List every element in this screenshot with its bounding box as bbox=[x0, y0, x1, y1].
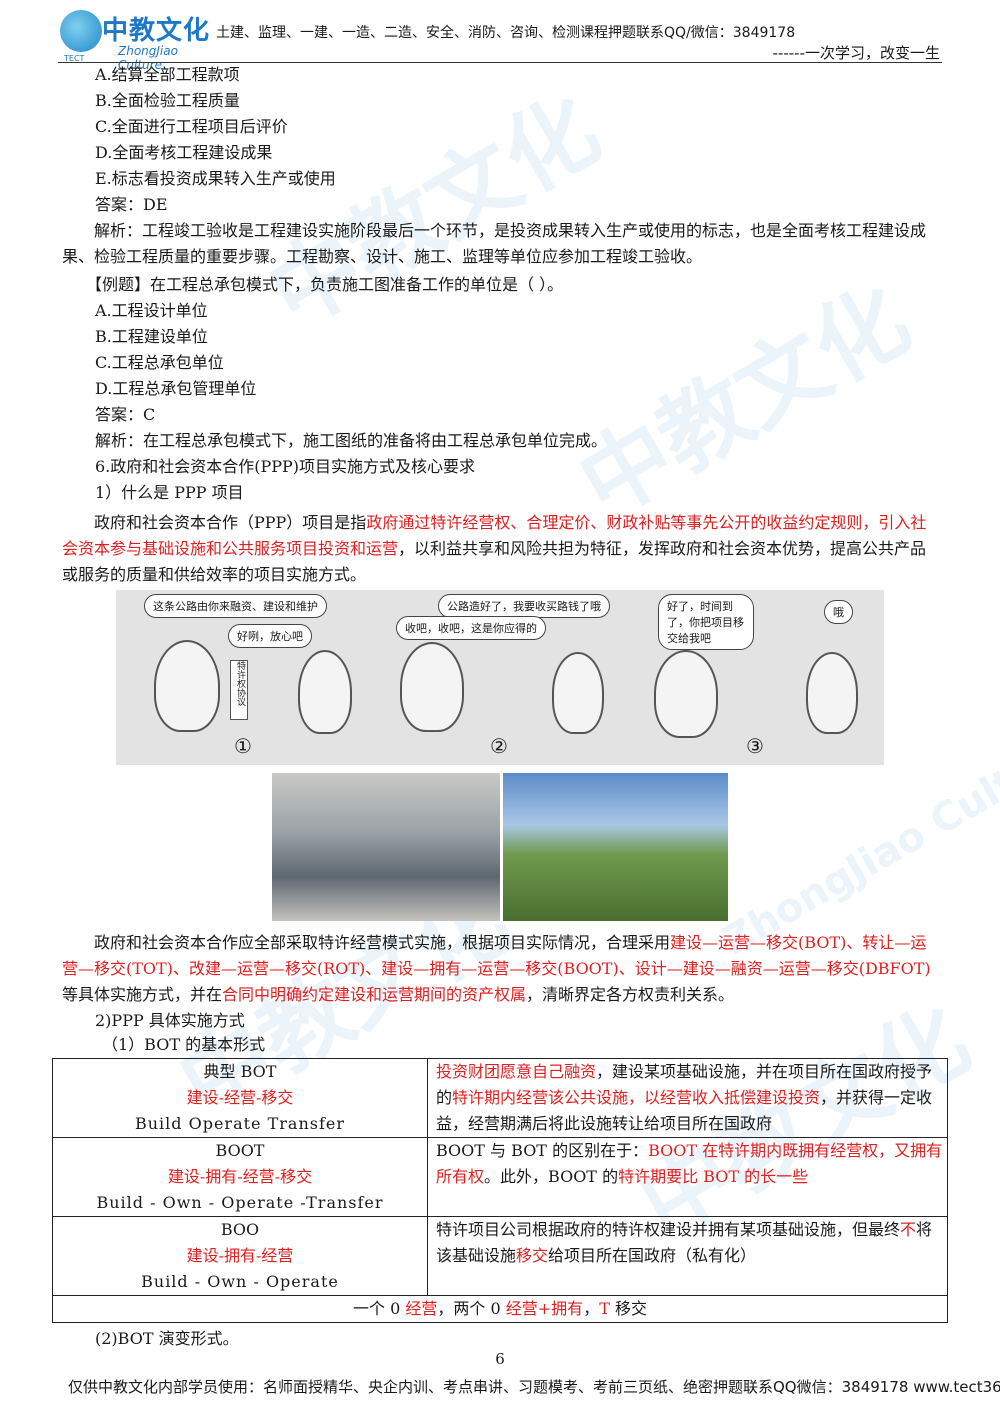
investor-figure bbox=[552, 652, 604, 734]
table-cell: 特许项目公司根据政府的特许权建设并拥有某项基础设施，但最终不将该基础设施移交给项… bbox=[427, 1216, 948, 1296]
page-footer: 仅供中教文化内部学员使用：名师面授精华、央企内训、考点串讲、习题模考、考前三页纸… bbox=[68, 1378, 1000, 1396]
option-a: A.工程设计单位 bbox=[95, 301, 208, 320]
option-b: B.工程建设单位 bbox=[95, 327, 208, 346]
panel-number: ② bbox=[490, 734, 508, 758]
header-divider bbox=[58, 62, 942, 63]
option-c: C.工程总承包单位 bbox=[95, 353, 224, 372]
option-d: D.全面考核工程建设成果 bbox=[95, 143, 273, 162]
agreement-document: 特许权协议 bbox=[230, 660, 248, 720]
option-b: B.全面检验工程质量 bbox=[95, 91, 240, 110]
page-header: 中教文化 ZhongJiao Culture TECT 土建、监理、一建、一造、… bbox=[0, 0, 1000, 72]
speech-bubble: 好了，时间到了，你把项目移交给我吧 bbox=[658, 594, 754, 650]
investor-figure bbox=[298, 650, 352, 734]
comic-panel-2: 公路造好了，我要收买路钱了哦 收吧，收吧，这是你应得的 ② bbox=[372, 590, 628, 765]
government-figure bbox=[654, 650, 718, 738]
option-e: E.标志看投资成果转入生产或使用 bbox=[95, 169, 336, 188]
logo-tect: TECT bbox=[64, 54, 85, 63]
option-a: A.结算全部工程款项 bbox=[95, 65, 240, 84]
ppp-implementation-paragraph: 政府和社会资本合作应全部采取特许经营模式实施，根据项目实际情况，合理采用建设—运… bbox=[62, 933, 931, 1004]
table-row: BOOT 建设-拥有-经营-移交 Build - Own - Operate -… bbox=[52, 1137, 948, 1217]
table-cell: BOOT 建设-拥有-经营-移交 Build - Own - Operate -… bbox=[52, 1137, 428, 1217]
government-figure bbox=[400, 642, 464, 732]
comic-panel-3: 好了，时间到了，你把项目移交给我吧 哦 ③ bbox=[628, 590, 884, 765]
header-contact: 土建、监理、一建、一造、二造、安全、消防、咨询、检测课程押题联系QQ/微信：38… bbox=[216, 25, 796, 41]
subway-photo bbox=[272, 773, 500, 921]
speech-bubble: 公路造好了，我要收买路钱了哦 bbox=[438, 594, 610, 618]
investor-figure bbox=[806, 652, 858, 734]
subsection-title: （1）BOT 的基本形式 bbox=[102, 1035, 266, 1054]
ppp-definition: 政府和社会资本合作（PPP）项目是指政府通过特许经营权、合理定价、财政补贴等事先… bbox=[62, 513, 927, 584]
table-summary-cell: 一个 0 经营，两个 0 经营+拥有，T 移交 bbox=[52, 1295, 948, 1323]
page-number: 6 bbox=[495, 1350, 505, 1368]
table-cell: BOOT 与 BOT 的区别在于：BOOT 在特许期内既拥有经营权，又拥有所有权… bbox=[427, 1137, 948, 1217]
watermark: 中教文化 bbox=[252, 76, 617, 348]
table-row: 一个 0 经营，两个 0 经营+拥有，T 移交 bbox=[52, 1295, 948, 1323]
speech-bubble: 这条公路由你来融资、建设和维护 bbox=[144, 594, 327, 618]
globe-icon bbox=[60, 10, 102, 52]
panel-number: ③ bbox=[746, 734, 764, 758]
logo-text: 中教文化 bbox=[102, 16, 211, 46]
panel-number: ① bbox=[234, 734, 252, 758]
table-cell: BOO 建设-拥有-经营 Build - Own - Operate bbox=[52, 1216, 428, 1296]
logo-subtext: ZhongJiao Culture bbox=[118, 44, 178, 72]
company-logo: 中教文化 ZhongJiao Culture TECT bbox=[58, 8, 218, 72]
speech-bubble: 收吧，收吧，这是你应得的 bbox=[396, 616, 546, 640]
bot-forms-table: 典型 BOT 建设-经营-移交 Build Operate Transfer 投… bbox=[52, 1058, 948, 1323]
table-cell: 典型 BOT 建设-经营-移交 Build Operate Transfer bbox=[52, 1058, 428, 1138]
subsection-title: (2)BOT 演变形式。 bbox=[95, 1329, 239, 1348]
watermark: 中教文化 bbox=[562, 266, 927, 538]
table-row: 典型 BOT 建设-经营-移交 Build Operate Transfer 投… bbox=[52, 1058, 948, 1138]
table-cell: 投资财团愿意自己融资，建设某项基础设施，并在项目所在国政府授予的特许期内经营该公… bbox=[427, 1058, 948, 1138]
toll-station-photo bbox=[503, 773, 728, 921]
ppp-comic: 这条公路由你来融资、建设和维护 好咧，放心吧 特许权协议 ① 公路造好了，我要收… bbox=[116, 590, 884, 765]
subsection-title: 1）什么是 PPP 项目 bbox=[95, 483, 244, 502]
answer: 答案：C bbox=[95, 405, 156, 424]
answer: 答案：DE bbox=[95, 195, 168, 214]
option-c: C.全面进行工程项目后评价 bbox=[95, 117, 288, 136]
speech-bubble: 哦 bbox=[824, 600, 853, 624]
explanation: 解析：工程竣工验收是工程建设实施阶段最后一个环节，是投资成果转入生产或使用的标志… bbox=[62, 221, 927, 266]
header-slogan: ------一次学习，改变一生 bbox=[772, 44, 940, 62]
option-d: D.工程总承包管理单位 bbox=[95, 379, 257, 398]
explanation: 解析：在工程总承包模式下，施工图纸的准备将由工程总承包单位完成。 bbox=[95, 431, 608, 450]
subsection-title: 2)PPP 具体实施方式 bbox=[95, 1011, 245, 1030]
comic-panel-1: 这条公路由你来融资、建设和维护 好咧，放心吧 特许权协议 ① bbox=[116, 590, 372, 765]
section-title: 6.政府和社会资本合作(PPP)项目实施方式及核心要求 bbox=[95, 457, 476, 476]
speech-bubble: 好咧，放心吧 bbox=[228, 624, 312, 648]
table-row: BOO 建设-拥有-经营 Build - Own - Operate 特许项目公… bbox=[52, 1216, 948, 1296]
question-stem: 【例题】在工程总承包模式下，负责施工图准备工作的单位是（ ）。 bbox=[86, 275, 564, 294]
government-figure bbox=[154, 640, 220, 732]
